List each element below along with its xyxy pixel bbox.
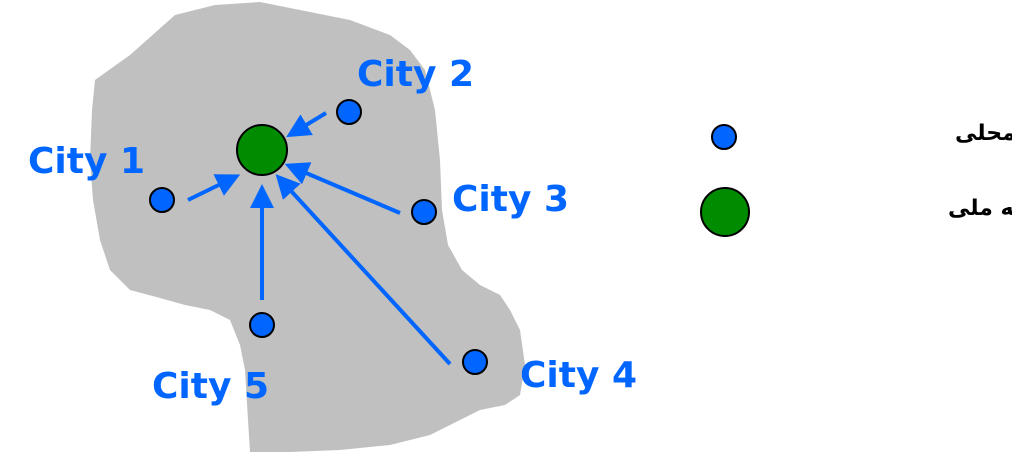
legend-label-local-station: رصدخانه محلی xyxy=(955,121,1012,146)
region-map-shape xyxy=(90,2,525,452)
arrow-city3-to-national xyxy=(284,162,401,215)
city1-station-node xyxy=(149,187,175,213)
arrow-city4-to-national xyxy=(275,174,452,366)
city3-label: City 3 xyxy=(452,179,569,220)
legend: رصدخانه محلی رصدخانه ملی xyxy=(700,121,1012,237)
arrow-city2-to-national xyxy=(286,111,328,138)
city4-station-node xyxy=(462,349,488,375)
city1-label: City 1 xyxy=(28,141,145,182)
city2-station-node xyxy=(336,99,362,125)
legend-label-national-station: رصدخانه ملی xyxy=(948,196,1012,221)
legend-item-local-station: رصدخانه محلی xyxy=(711,121,1012,150)
city2-label: City 2 xyxy=(357,54,474,95)
national-station-icon xyxy=(700,187,750,237)
legend-item-national-station: رصدخانه ملی xyxy=(700,187,1012,237)
local-station-icon xyxy=(711,124,737,150)
arrow-city1-to-national xyxy=(187,174,241,202)
city4-label: City 4 xyxy=(520,355,637,396)
city5-label: City 5 xyxy=(152,366,269,407)
city5-station-node xyxy=(249,312,275,338)
city3-station-node xyxy=(411,199,437,225)
national-station-node xyxy=(236,124,288,176)
